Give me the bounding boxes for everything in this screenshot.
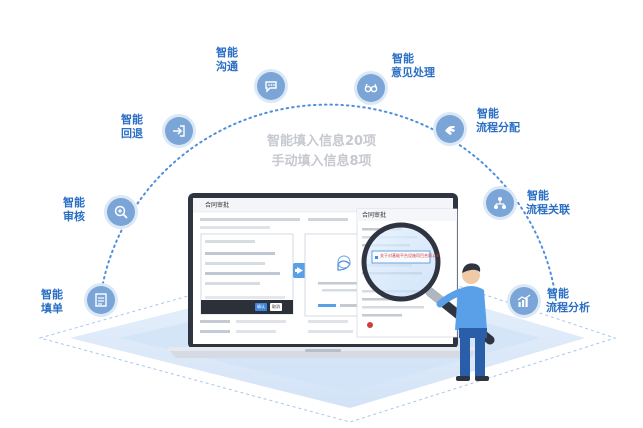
right-window-title: 合同审批 <box>362 212 387 219</box>
glasses-icon <box>357 74 385 102</box>
feature-label-line2: 填单 <box>41 302 63 315</box>
left-window-title: 合同审批 <box>205 202 230 209</box>
feature-label-line1: 智能 <box>527 189 549 202</box>
feature-label-line2: 沟通 <box>216 60 238 73</box>
zoom-check-icon <box>107 198 135 226</box>
feature-label-line2: 流程分析 <box>546 301 590 314</box>
network-icon <box>486 189 514 217</box>
feature-label-line1: 智能 <box>121 113 143 126</box>
feature-label-line2: 流程分配 <box>476 121 520 134</box>
feature-label-line1: 智能 <box>216 46 238 59</box>
form-icon <box>87 286 115 314</box>
attachment-filename: 关于对基础平台设施项目合同.pdf <box>380 253 440 258</box>
chart-icon <box>510 287 538 315</box>
smart-fill-stat: 智能填入信息20项 <box>266 134 377 149</box>
feature-label-line1: 智能 <box>547 287 569 300</box>
feature-label-line2: 审核 <box>63 210 85 223</box>
chat-icon <box>257 72 285 100</box>
feature-label-line2: 回退 <box>121 127 143 140</box>
feature-label-line2: 流程关联 <box>526 203 570 216</box>
return-arrow-icon <box>165 117 193 145</box>
feature-label-line2: 意见处理 <box>391 66 435 79</box>
transfer-arrow-icon <box>293 263 308 278</box>
feature-label-line1: 智能 <box>392 52 414 65</box>
dialog-confirm-button: 确认 <box>255 303 267 311</box>
feature-label-line1: 智能 <box>41 288 63 301</box>
man-figure <box>436 263 489 381</box>
hand-icon <box>436 115 464 143</box>
dialog-cancel-button: 取消 <box>270 303 282 311</box>
orbit-arc <box>99 103 557 301</box>
feature-label-line1: 智能 <box>63 196 85 209</box>
manual-fill-stat: 手动填入信息8项 <box>271 154 372 169</box>
feature-label-line1: 智能 <box>477 107 499 120</box>
